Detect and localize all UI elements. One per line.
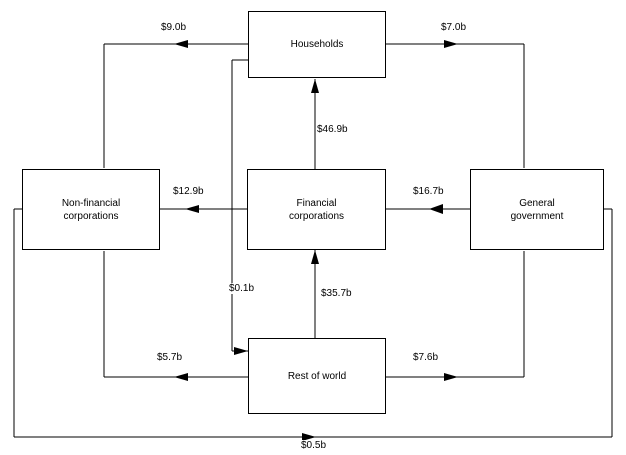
node-non-financial-corporations[interactable]: Non-financial corporations: [22, 169, 160, 250]
flow-label-rest-of-world-to-non-financial: $5.7b: [156, 352, 184, 363]
arrowhead-financial-to-households: [311, 79, 319, 93]
node-general-government[interactable]: General government: [470, 169, 604, 250]
arrowhead-rest-of-world-to-general-government: [444, 373, 458, 381]
flow-label-rest-of-world-to-general-government: $7.6b: [412, 352, 440, 363]
node-general-government-label: General government: [510, 197, 564, 222]
node-rest-of-world-label: Rest of world: [287, 370, 347, 382]
node-non-financial-corporations-label: Non-financial corporations: [61, 197, 121, 222]
node-rest-of-world[interactable]: Rest of world: [248, 338, 386, 414]
flow-label-general-government-to-non-financial: $0.5b: [300, 440, 328, 451]
arrowhead-households-to-rest-of-world: [234, 347, 248, 355]
node-financial-corporations[interactable]: Financial corporations: [247, 169, 386, 250]
arrowhead-households-to-general-government: [444, 40, 458, 48]
arrowhead-rest-of-world-to-non-financial: [174, 373, 188, 381]
flow-label-general-government-to-financial: $16.7b: [412, 186, 445, 197]
arrowhead-general-government-to-non-financial: [302, 433, 316, 441]
flow-label-households-to-non-financial: $9.0b: [160, 22, 188, 33]
arrowhead-households-to-non-financial: [174, 40, 188, 48]
flow-label-rest-of-world-to-financial: $35.7b: [320, 288, 353, 299]
flow-label-financial-to-households: $46.9b: [316, 124, 349, 135]
flow-label-households-to-general-government: $7.0b: [440, 22, 468, 33]
arrowhead-general-government-to-financial: [429, 204, 443, 214]
node-financial-corporations-label: Financial corporations: [288, 197, 345, 222]
arrowhead-rest-of-world-to-financial: [311, 250, 319, 264]
node-households-label: Households: [290, 39, 344, 50]
node-households[interactable]: Households: [248, 11, 386, 78]
flow-label-households-to-rest-of-world: $0.1b: [228, 283, 256, 294]
flow-label-financial-to-non-financial: $12.9b: [172, 186, 205, 197]
arrowhead-financial-to-non-financial: [185, 205, 199, 213]
